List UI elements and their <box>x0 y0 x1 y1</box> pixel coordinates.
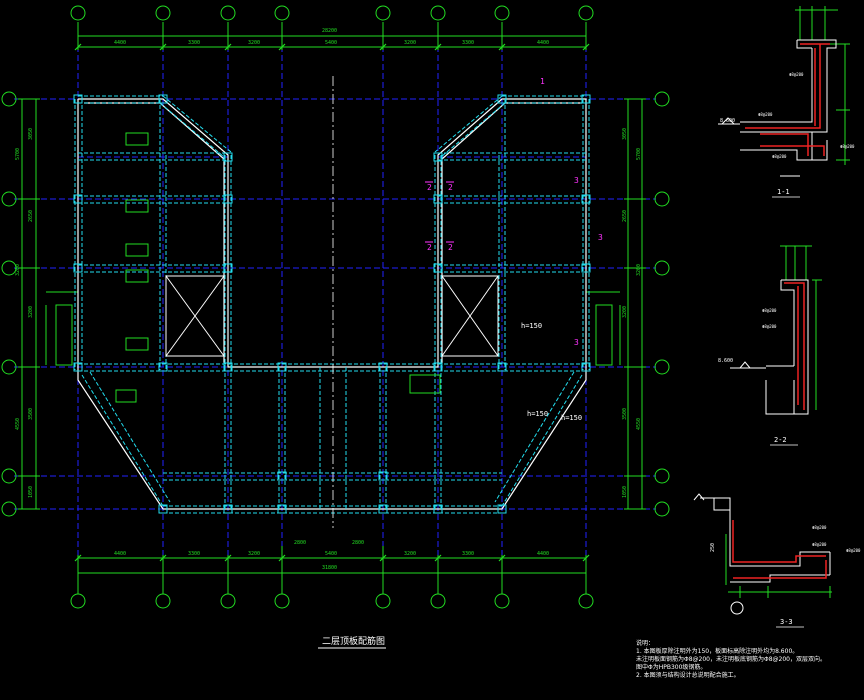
svg-text:5400: 5400 <box>325 40 337 46</box>
axis-bubbles-right <box>654 91 670 517</box>
side-protrusions <box>45 291 621 366</box>
svg-text:2: 2 <box>448 243 453 252</box>
svg-text:3200: 3200 <box>248 40 260 46</box>
dimension-ticks <box>74 43 590 562</box>
columns <box>73 94 591 514</box>
svg-text:3: 3 <box>574 338 579 347</box>
svg-text:3200: 3200 <box>28 306 34 318</box>
svg-text:Φ8@200: Φ8@200 <box>789 72 804 77</box>
notes-line: 图中Φ为HPB300级钢筋。 <box>636 664 707 671</box>
axis-grid <box>14 28 656 580</box>
svg-text:Φ8@200: Φ8@200 <box>762 324 777 329</box>
dimension-lines <box>18 22 646 594</box>
svg-text:1: 1 <box>540 77 545 86</box>
svg-text:2800: 2800 <box>294 540 306 546</box>
svg-text:2: 2 <box>427 183 432 192</box>
svg-text:Φ8@200: Φ8@200 <box>812 542 827 547</box>
svg-text:Φ8@200: Φ8@200 <box>812 525 827 530</box>
svg-text:1050: 1050 <box>622 486 628 498</box>
slab-thickness-label: h=150 <box>521 322 542 330</box>
section-title: 3-3 <box>780 618 793 626</box>
drawing-title: 二层顶板配筋图 <box>322 635 385 647</box>
callout-boxes <box>115 132 441 403</box>
slab-thickness-label: h=150 <box>561 414 582 422</box>
svg-text:3: 3 <box>574 176 579 185</box>
section-markers: 2 2 2 2 3 3 3 1 <box>427 77 603 347</box>
svg-text:4400: 4400 <box>537 551 549 557</box>
opening-crosses <box>165 275 499 357</box>
svg-text:Φ8@200: Φ8@200 <box>840 144 855 149</box>
svg-text:2800: 2800 <box>352 540 364 546</box>
svg-text:1050: 1050 <box>28 486 34 498</box>
svg-text:2: 2 <box>427 243 432 252</box>
svg-text:3200: 3200 <box>404 551 416 557</box>
axis-bubbles-left <box>1 91 17 517</box>
slab-outline <box>77 98 587 510</box>
svg-text:Φ8@200: Φ8@200 <box>772 154 787 159</box>
svg-text:5700: 5700 <box>15 148 21 160</box>
svg-text:3050: 3050 <box>28 128 34 140</box>
svg-text:4400: 4400 <box>537 40 549 46</box>
dimension-texts: 4400 3300 3200 5400 3200 3300 4400 4400 3300 3… <box>114 40 549 557</box>
beams <box>74 95 590 514</box>
svg-text:3500: 3500 <box>622 408 628 420</box>
svg-text:3200: 3200 <box>15 264 21 276</box>
dimension-texts-vertical: 3050 2650 3200 3500 1050 5700 3200 4550 … <box>15 128 642 498</box>
svg-text:3200: 3200 <box>622 306 628 318</box>
svg-text:4550: 4550 <box>15 418 21 430</box>
svg-text:Φ8@200: Φ8@200 <box>762 308 777 313</box>
notes-line: 未注明板面钢筋为Φ8@200，未注明板底钢筋为Φ8@200，双层双向。 <box>636 656 826 663</box>
svg-text:5700: 5700 <box>636 148 642 160</box>
svg-text:4400: 4400 <box>114 551 126 557</box>
level-mark: 8.600 <box>718 358 733 364</box>
section-title: 2-2 <box>774 436 787 444</box>
general-notes: 说明： 1. 本图板厚除注明外为150，板面标高除注明外均为8.600。 未注明… <box>636 640 861 680</box>
svg-text:3050: 3050 <box>622 128 628 140</box>
axis-bubbles-top <box>70 5 594 21</box>
svg-text:Φ8@200: Φ8@200 <box>846 548 861 553</box>
svg-text:5400: 5400 <box>325 551 337 557</box>
svg-text:3200: 3200 <box>248 551 260 557</box>
section-3-3-detail: Φ8@200 Φ8@200 Φ8@200 250 3-3 <box>693 493 861 628</box>
notes-heading: 说明： <box>636 640 655 647</box>
section-2-2-detail: Φ8@200 Φ8@200 8.600 2-2 <box>718 245 822 446</box>
overall-dim-bottom: 31800 <box>322 565 337 571</box>
svg-text:2: 2 <box>448 183 453 192</box>
section-title: 1-1 <box>777 188 790 196</box>
svg-text:4400: 4400 <box>114 40 126 46</box>
section-marker-lines <box>425 181 454 243</box>
section-1-1-detail: Φ8@200 Φ8@200 Φ8@200 Φ8@200 8.600 1-1 <box>718 6 855 198</box>
svg-text:4550: 4550 <box>636 418 642 430</box>
svg-text:3300: 3300 <box>462 551 474 557</box>
svg-text:250: 250 <box>710 543 716 552</box>
overall-dim-top: 28200 <box>322 28 337 34</box>
svg-text:2650: 2650 <box>622 210 628 222</box>
svg-text:2650: 2650 <box>28 210 34 222</box>
svg-text:3: 3 <box>598 233 603 242</box>
slab-thickness-label: h=150 <box>527 410 548 418</box>
svg-text:3300: 3300 <box>188 40 200 46</box>
svg-text:3500: 3500 <box>28 408 34 420</box>
level-mark: 8.600 <box>720 118 735 124</box>
svg-text:3200: 3200 <box>636 264 642 276</box>
notes-line: 1. 本图板厚除注明外为150，板面标高除注明外均为8.600。 <box>636 648 799 655</box>
axis-bubbles-bottom <box>70 593 594 609</box>
notes-line: 2. 本图须与结构设计总说明配合施工。 <box>636 672 740 679</box>
svg-text:3300: 3300 <box>462 40 474 46</box>
svg-text:Φ8@200: Φ8@200 <box>758 112 773 117</box>
svg-text:3200: 3200 <box>404 40 416 46</box>
svg-text:3300: 3300 <box>188 551 200 557</box>
